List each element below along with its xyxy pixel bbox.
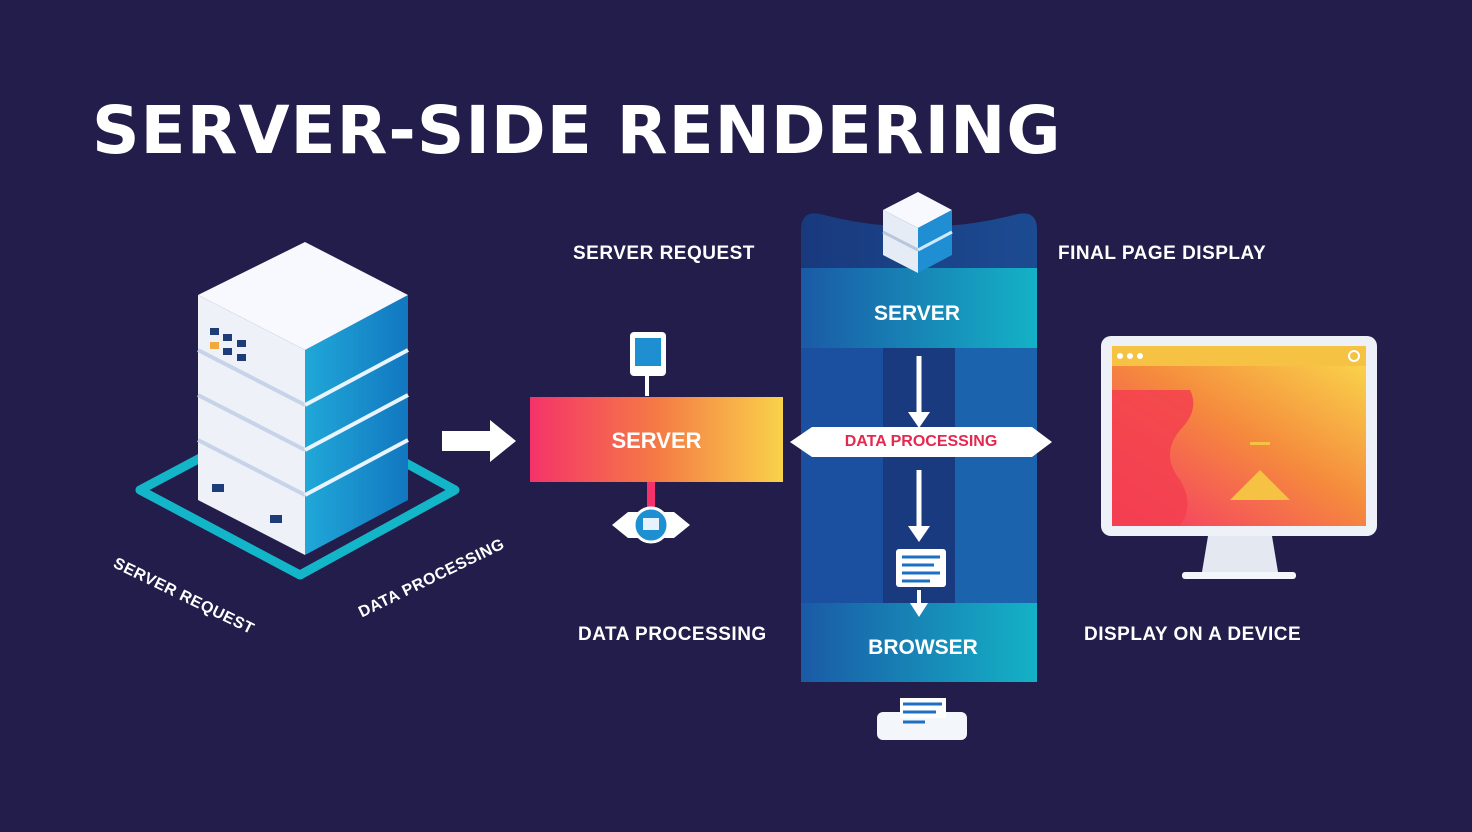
label-server-request: SERVER REQUEST	[573, 243, 755, 264]
column-server-label: SERVER	[874, 302, 960, 325]
label-data-processing: DATA PROCESSING	[578, 624, 767, 645]
label-display-on-device: DISPLAY ON A DEVICE	[1084, 624, 1302, 645]
data-processing-banner-label: DATA PROCESSING	[844, 433, 998, 450]
gradient-server-box	[530, 332, 783, 544]
flow-arrow-1	[442, 420, 516, 462]
isometric-server-icon	[135, 242, 460, 580]
server-browser-column	[790, 192, 1052, 740]
cube-icon	[882, 192, 953, 273]
browser-label: BROWSER	[868, 636, 978, 659]
monitor-icon	[1101, 336, 1377, 579]
printer-icon	[877, 698, 967, 740]
gradient-server-label: SERVER	[611, 428, 702, 453]
page-title: SERVER-SIDE RENDERING	[92, 92, 1062, 169]
label-final-page-display: FINAL PAGE DISPLAY	[1058, 243, 1267, 264]
